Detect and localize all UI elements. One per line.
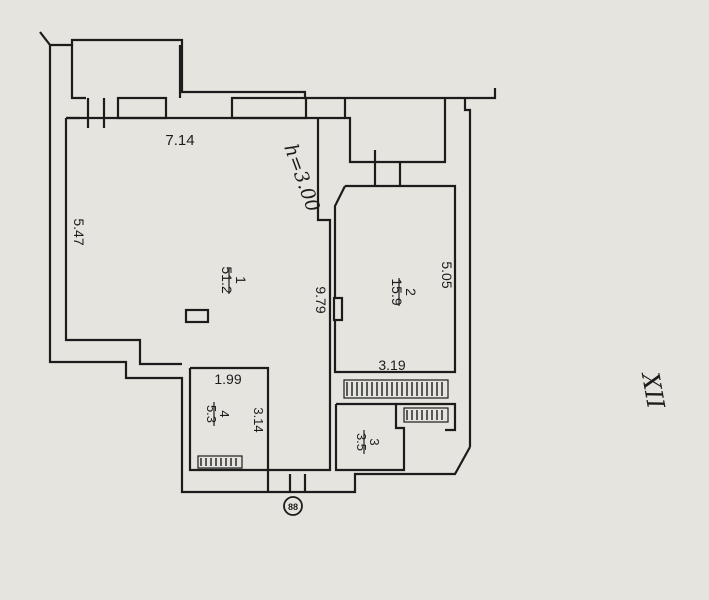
room-3-aux [396, 402, 457, 432]
ventilation-grates [197, 379, 449, 469]
dimension-7-14: 7.14 [165, 132, 194, 149]
dimension-5-05: 5.05 [439, 261, 455, 288]
entrance-marker: 88 [283, 496, 303, 516]
outer-wall [39, 31, 471, 494]
room-2-area: 15.9 [389, 278, 405, 305]
room-3-area: 3.5 [354, 433, 369, 451]
room-2-number: 2 [403, 288, 419, 296]
main-room-right-wall [266, 118, 332, 492]
room-4-area: 5.3 [204, 405, 219, 423]
fixture-box [184, 308, 210, 324]
room-4-walls [188, 366, 270, 472]
grate-1 [343, 379, 449, 399]
grate-hatching [200, 382, 443, 466]
room-1-area: 51.2 [219, 266, 235, 293]
walls [39, 31, 497, 494]
dimension-1-99: 1.99 [214, 371, 241, 387]
balcony-left [70, 45, 86, 100]
right-outer-wall [463, 98, 472, 447]
dimension-3-19: 3.19 [378, 357, 405, 373]
outer-wall-top [50, 38, 497, 100]
dimension-9-79: 9.79 [313, 286, 329, 313]
door-opening [332, 296, 344, 322]
dimension-5-47: 5.47 [71, 218, 87, 245]
dimension-3-14: 3.14 [251, 407, 266, 432]
grate-2 [403, 407, 449, 423]
room-3-number: 3 [367, 438, 382, 445]
main-room-left-wall [64, 118, 182, 366]
dimension-labels: 7.14 5.47 9.79 5.05 3.19 1.99 3.14 [71, 132, 455, 433]
loggia-box [343, 98, 447, 164]
room-labels: 1 51.2 2 15.9 3 3.5 4 5.3 [204, 266, 419, 454]
axis-mark: XII [636, 368, 670, 411]
grate-3 [197, 455, 243, 469]
entrance-symbol: 88 [288, 502, 298, 512]
window-2 [230, 96, 308, 120]
room-4-number: 4 [217, 410, 232, 417]
window-1 [116, 96, 168, 120]
entrance-circle [283, 496, 303, 516]
room-2-walls [333, 184, 457, 374]
room-1-number: 1 [233, 276, 249, 284]
